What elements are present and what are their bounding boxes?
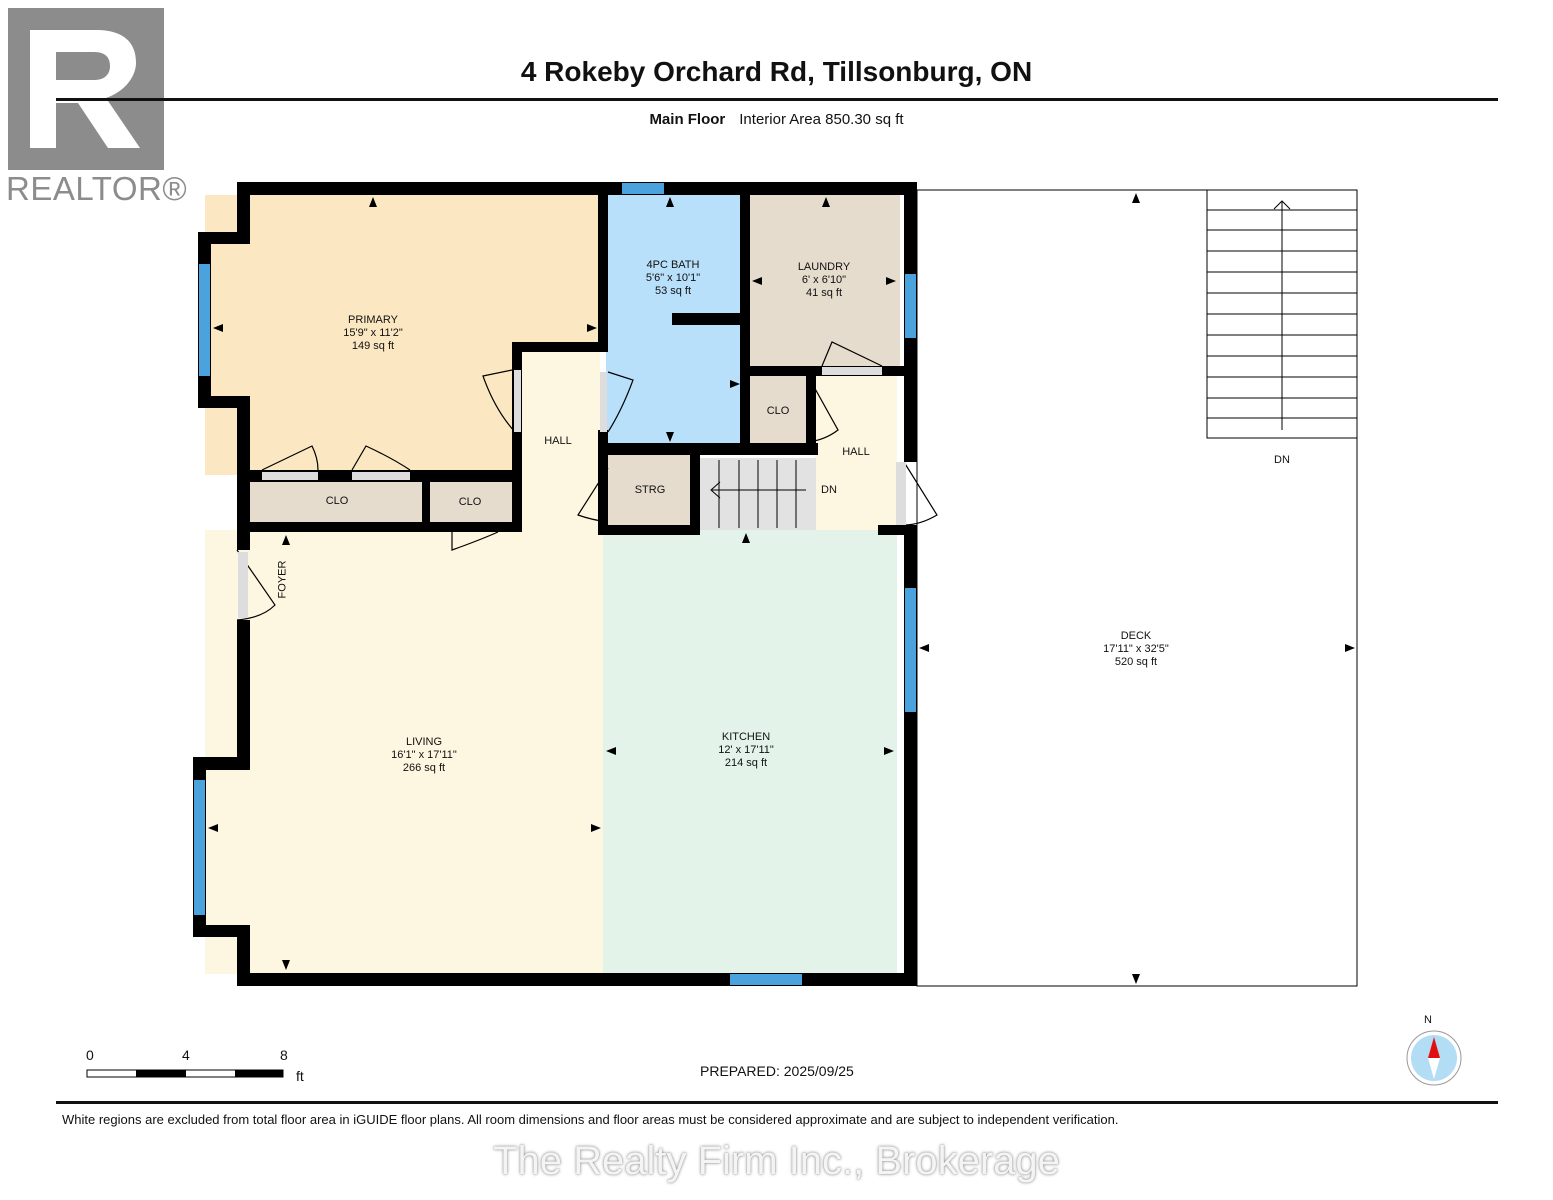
scale-unit: ft (296, 1068, 304, 1084)
room-area: 266 sq ft (402, 762, 446, 774)
room-dims: 5'6" x 10'1" (645, 272, 701, 284)
label-closet-2: CLO (458, 496, 482, 508)
room-name: LIVING (405, 736, 443, 748)
room-area: 149 sq ft (351, 340, 395, 352)
room-kitchen (603, 530, 897, 974)
room-dims: 15'9" x 11'2" (343, 327, 403, 339)
room-dims: 17'11" x 32'5" (1103, 643, 1169, 655)
footer-divider (56, 1101, 1498, 1104)
room-area: 41 sq ft (805, 287, 843, 299)
room-area: 53 sq ft (654, 285, 692, 297)
compass-north-label: N (1424, 1014, 1432, 1026)
room-closet-1 (250, 482, 424, 522)
label-stairs-down: DN (821, 484, 837, 496)
scale-tick-4: 4 (182, 1047, 190, 1063)
prepared-date: PREPARED: 2025/09/25 (700, 1063, 854, 1079)
room-area: 214 sq ft (724, 757, 768, 769)
compass-icon (1406, 1030, 1462, 1086)
room-hall-right (815, 376, 897, 531)
floor-subtitle: Main Floor Interior Area 850.30 sq ft (0, 111, 1553, 128)
room-name: PRIMARY (348, 314, 398, 326)
room-name: DECK (1120, 630, 1152, 642)
room-closet-right (750, 376, 808, 448)
divider (56, 98, 1498, 101)
room-closet-2 (430, 482, 512, 522)
room-name: 4PC BATH (646, 259, 700, 271)
realtor-logo (8, 8, 164, 170)
brokerage-watermark: The Realty Firm Inc., Brokerage (493, 1139, 1060, 1183)
scale-bar (86, 1069, 284, 1078)
page-title: 4 Rokeby Orchard Rd, Tillsonburg, ON (520, 56, 1033, 87)
interior-area: Interior Area 850.30 sq ft (739, 111, 904, 128)
label-storage: STRG (634, 484, 666, 496)
floor-plan-walls (193, 182, 1358, 987)
floor-name: Main Floor (649, 111, 726, 128)
scale-tick-0: 0 (86, 1047, 94, 1063)
room-area: 520 sq ft (1114, 656, 1158, 668)
label-deck-stairs-down: DN (1274, 454, 1290, 466)
label-closet-3: CLO (766, 405, 790, 417)
label-hall-right: HALL (842, 446, 870, 458)
label-hall-center: HALL (544, 435, 572, 447)
room-name: LAUNDRY (797, 261, 851, 273)
realtor-logo-text: REALTOR® (6, 170, 188, 207)
label-closet-1: CLO (325, 495, 349, 507)
disclaimer: White regions are excluded from total fl… (62, 1112, 1119, 1127)
room-dims: 12' x 17'11" (718, 744, 774, 756)
room-storage (607, 455, 691, 527)
scale-tick-8: 8 (280, 1047, 288, 1063)
room-hall-center (515, 350, 600, 535)
room-laundry (750, 195, 900, 367)
room-dims: 16'1" x 17'11" (391, 749, 457, 761)
room-name: KITCHEN (721, 731, 771, 743)
label-foyer: FOYER (276, 560, 289, 599)
room-living (205, 530, 605, 974)
room-dims: 6' x 6'10" (801, 274, 847, 286)
